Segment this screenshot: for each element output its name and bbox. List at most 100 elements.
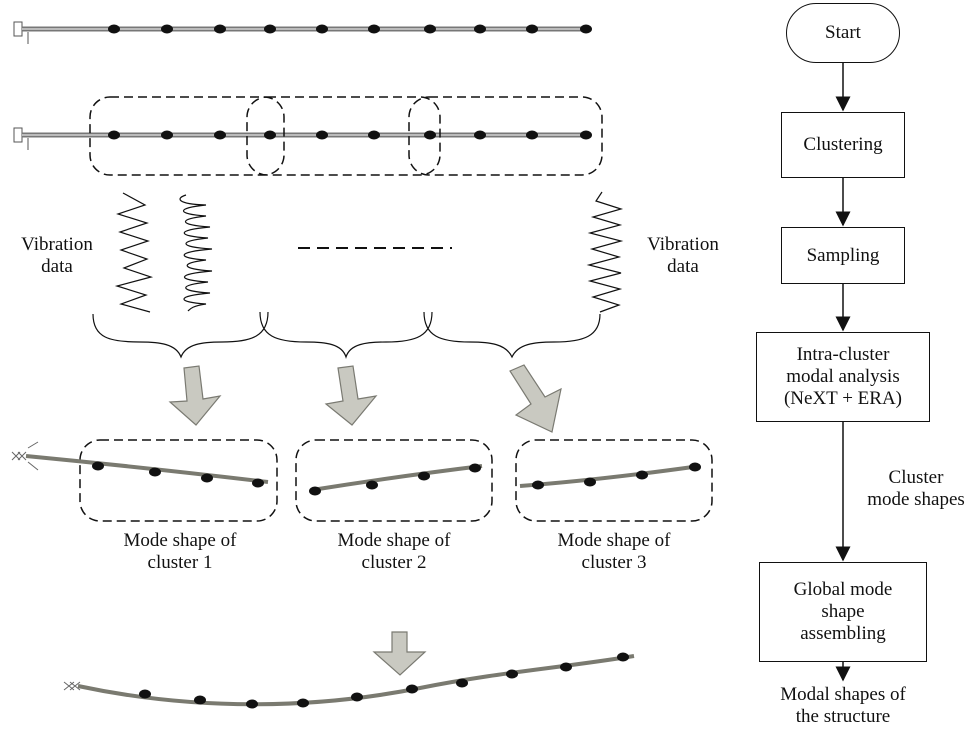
sensor-node	[532, 480, 544, 490]
clustered-beam	[13, 96, 603, 176]
cluster-3-sensors	[532, 462, 701, 490]
caption-line1: Mode shape of	[123, 530, 237, 551]
flow-global-line3: assembling	[800, 623, 886, 644]
flow-global-assembling: Global mode shape assembling	[759, 562, 927, 662]
cluster-braces	[92, 311, 601, 360]
cluster-3-outline	[408, 96, 603, 176]
flow-intra-line3: (NeXT + ERA)	[783, 388, 902, 409]
sensor-node	[368, 24, 380, 34]
signal-trace-1	[114, 192, 154, 313]
signal-trace-2	[179, 194, 213, 312]
caption-line2: cluster 3	[581, 552, 647, 573]
edge-label-line2: mode shapes	[867, 489, 965, 510]
sensor-node	[316, 130, 328, 140]
sensor-node	[161, 130, 173, 140]
sensor-node	[149, 467, 161, 477]
sensor-node	[526, 24, 538, 34]
cluster-2-curve	[311, 464, 483, 492]
cluster-mode-shapes	[11, 439, 713, 522]
sensor-node	[580, 24, 592, 34]
sensor-node	[161, 24, 173, 34]
cluster-1-curve	[25, 454, 269, 484]
sensor-node	[214, 24, 226, 34]
cluster-2-shape-box	[295, 439, 493, 522]
cluster-1-sensors	[92, 461, 264, 488]
caption-line1: Mode shape of	[337, 530, 451, 551]
vibration-label-line2: data	[41, 256, 73, 277]
cluster-1-caption: Mode shape of cluster 1	[95, 530, 265, 574]
flow-intra-cluster: Intra-cluster modal analysis (NeXT + ERA…	[756, 332, 930, 422]
sensor-node	[139, 689, 151, 699]
sensor-node	[474, 130, 486, 140]
sensor-node	[406, 684, 418, 694]
sensor-node	[580, 130, 592, 140]
flow-global-line1: Global mode	[793, 579, 893, 600]
cluster-2-sensors	[309, 463, 481, 496]
edge-label-line1: Cluster	[888, 467, 944, 488]
flow-clustering: Clustering	[781, 112, 905, 178]
flow-sampling-label: Sampling	[806, 244, 880, 266]
sensor-node	[92, 461, 104, 471]
signal-trace-3	[586, 191, 624, 313]
cluster-3-caption: Mode shape of cluster 3	[529, 530, 699, 574]
flow-global-line2: shape	[821, 601, 865, 622]
sensor-node	[418, 471, 430, 481]
vibration-label-line2: data	[667, 256, 699, 277]
flow-intra-line1: Intra-cluster	[796, 344, 890, 365]
sensor-node	[264, 130, 276, 140]
flow-result-line2: the structure	[795, 706, 891, 727]
cluster-3-shape-box	[515, 439, 713, 522]
vibration-label-line1: Vibration	[21, 234, 93, 255]
sensor-node	[456, 678, 468, 688]
sensor-node	[584, 477, 596, 487]
caption-line1: Mode shape of	[557, 530, 671, 551]
global-curve	[77, 654, 635, 707]
sensor-node	[474, 24, 486, 34]
global-mode-shape	[63, 652, 635, 709]
sensor-node	[526, 130, 538, 140]
sensor-node	[309, 486, 321, 496]
sensor-node	[424, 130, 436, 140]
sensor-node	[194, 695, 206, 705]
sensor-node	[108, 130, 120, 140]
sensor-node	[214, 130, 226, 140]
vibration-label-line1: Vibration	[647, 234, 719, 255]
support-left	[11, 441, 39, 471]
cluster-2-caption: Mode shape of cluster 2	[309, 530, 479, 574]
sensor-node	[108, 24, 120, 34]
vibration-signals	[114, 191, 624, 313]
top-beam	[13, 21, 592, 44]
sensor-node	[316, 24, 328, 34]
sensor-node	[201, 473, 213, 483]
sensor-node	[264, 24, 276, 34]
flow-start-label: Start	[825, 22, 861, 43]
sensor-node	[424, 24, 436, 34]
sensor-node	[368, 130, 380, 140]
cluster-1-outline	[89, 96, 285, 176]
flow-result: Modal shapes of the structure	[763, 684, 923, 728]
sensor-node	[560, 662, 572, 672]
sensor-node	[246, 699, 258, 709]
flow-clustering-label: Clustering	[803, 134, 883, 155]
global-sensors	[139, 652, 629, 709]
flow-sampling: Sampling	[781, 227, 905, 284]
vibration-data-label-right: Vibration data	[628, 234, 738, 278]
caption-line2: cluster 1	[147, 552, 213, 573]
sensor-node	[366, 480, 378, 490]
sensor-node	[297, 698, 309, 708]
flow-start: Start	[786, 3, 900, 63]
vibration-data-label-left: Vibration data	[2, 234, 112, 278]
caption-line2: cluster 2	[361, 552, 427, 573]
sensor-node	[689, 462, 701, 472]
top-beam-sensors	[108, 24, 592, 34]
flow-result-line1: Modal shapes of	[780, 684, 906, 705]
grey-arrows	[168, 364, 562, 676]
sensor-node	[252, 478, 264, 488]
cluster-1-shape-box	[79, 439, 278, 522]
sensor-node	[351, 692, 363, 702]
sensor-node	[506, 669, 518, 679]
flow-intra-line2: modal analysis	[786, 366, 900, 387]
sensor-node	[617, 652, 629, 662]
